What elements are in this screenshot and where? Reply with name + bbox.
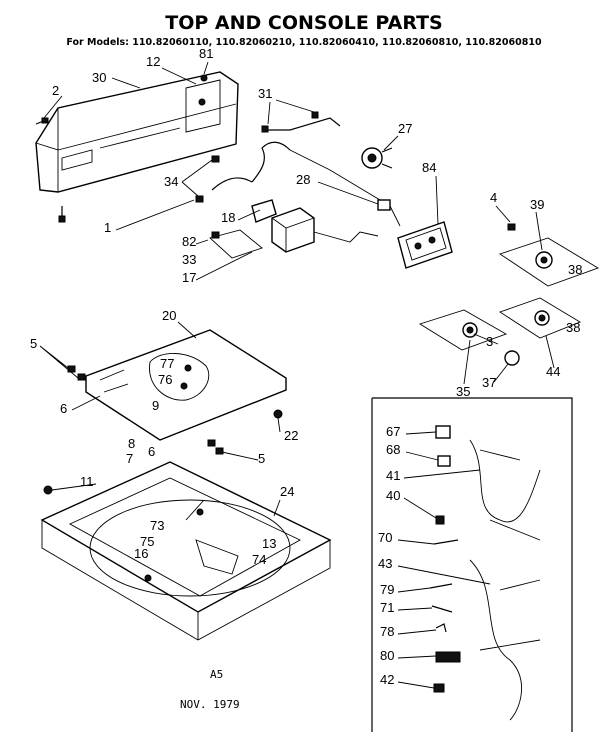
callout-11: 11 — [80, 474, 94, 489]
footer-code: A5 — [210, 668, 223, 681]
callout-28: 28 — [296, 172, 310, 187]
callout-24: 24 — [280, 484, 294, 499]
callout-80: 80 — [380, 648, 394, 663]
callout-78: 78 — [380, 624, 394, 639]
callout-4: 4 — [490, 190, 497, 205]
callout-79: 79 — [380, 582, 394, 597]
callout-34: 34 — [164, 174, 178, 189]
callout-9: 9 — [152, 398, 159, 413]
callout-5-left: 5 — [30, 336, 37, 351]
callout-84: 84 — [422, 160, 436, 175]
callout-38-upper: 38 — [568, 262, 582, 277]
callout-3: 3 — [486, 334, 493, 349]
diagram-title: TOP AND CONSOLE PARTS — [165, 12, 443, 34]
callout-5-right: 5 — [258, 451, 265, 466]
callout-41: 41 — [386, 468, 400, 483]
callout-68: 68 — [386, 442, 400, 457]
callout-74: 74 — [252, 552, 266, 567]
motor-part-27 — [361, 147, 393, 169]
relay-part-28 — [377, 199, 391, 211]
callout-1: 1 — [104, 220, 111, 235]
callout-13: 13 — [262, 536, 276, 551]
footer-date: NOV. 1979 — [180, 698, 240, 711]
callout-22: 22 — [284, 428, 298, 443]
callout-20: 20 — [162, 308, 176, 323]
cabinet-top-part-24 — [40, 461, 332, 641]
callout-40: 40 — [386, 488, 400, 503]
callout-16: 16 — [134, 546, 148, 561]
callout-82: 82 — [182, 234, 196, 249]
callout-81: 81 — [199, 46, 213, 61]
switch-panel-part-84 — [397, 221, 453, 269]
callout-35: 35 — [456, 384, 470, 399]
callout-76: 76 — [158, 372, 172, 387]
harness-detail-box — [371, 397, 573, 732]
screw-part-2 — [35, 117, 49, 125]
callout-37: 37 — [482, 375, 496, 390]
models-line: For Models: 110.82060110, 110.82060210, … — [66, 37, 542, 48]
timer-assembly — [195, 141, 379, 259]
callout-43: 43 — [378, 556, 392, 571]
leader-lines — [39, 61, 555, 689]
callout-27: 27 — [398, 121, 412, 136]
top-panel-part-20 — [67, 329, 287, 455]
callout-44: 44 — [546, 364, 560, 379]
screw-part-1 — [58, 206, 66, 223]
callout-17: 17 — [182, 270, 196, 285]
callout-6-left: 6 — [60, 401, 67, 416]
callout-8: 8 — [128, 436, 135, 451]
callout-30: 30 — [92, 70, 106, 85]
callout-77: 77 — [160, 356, 174, 371]
callout-2: 2 — [52, 83, 59, 98]
callout-42: 42 — [380, 672, 394, 687]
callout-31: 31 — [258, 86, 272, 101]
callout-6-right: 6 — [148, 444, 155, 459]
wiring-leads — [289, 149, 401, 227]
callout-39: 39 — [530, 197, 544, 212]
callout-7: 7 — [126, 451, 133, 466]
knob-assembly-lower — [418, 297, 582, 366]
callout-38-lower: 38 — [566, 320, 580, 335]
callout-70: 70 — [378, 530, 392, 545]
callout-73: 73 — [150, 518, 164, 533]
knob-assembly-upper — [498, 223, 600, 287]
callout-33: 33 — [182, 252, 196, 267]
wire-harness-31 — [268, 117, 341, 131]
callout-71: 71 — [380, 600, 394, 615]
callout-12: 12 — [146, 54, 160, 69]
callout-18: 18 — [221, 210, 235, 225]
console-panel — [35, 71, 239, 193]
callout-labels: 81 12 30 2 31 27 84 28 34 4 39 18 1 82 3… — [30, 46, 582, 687]
callout-67: 67 — [386, 424, 400, 439]
callout-75: 75 — [140, 534, 154, 549]
